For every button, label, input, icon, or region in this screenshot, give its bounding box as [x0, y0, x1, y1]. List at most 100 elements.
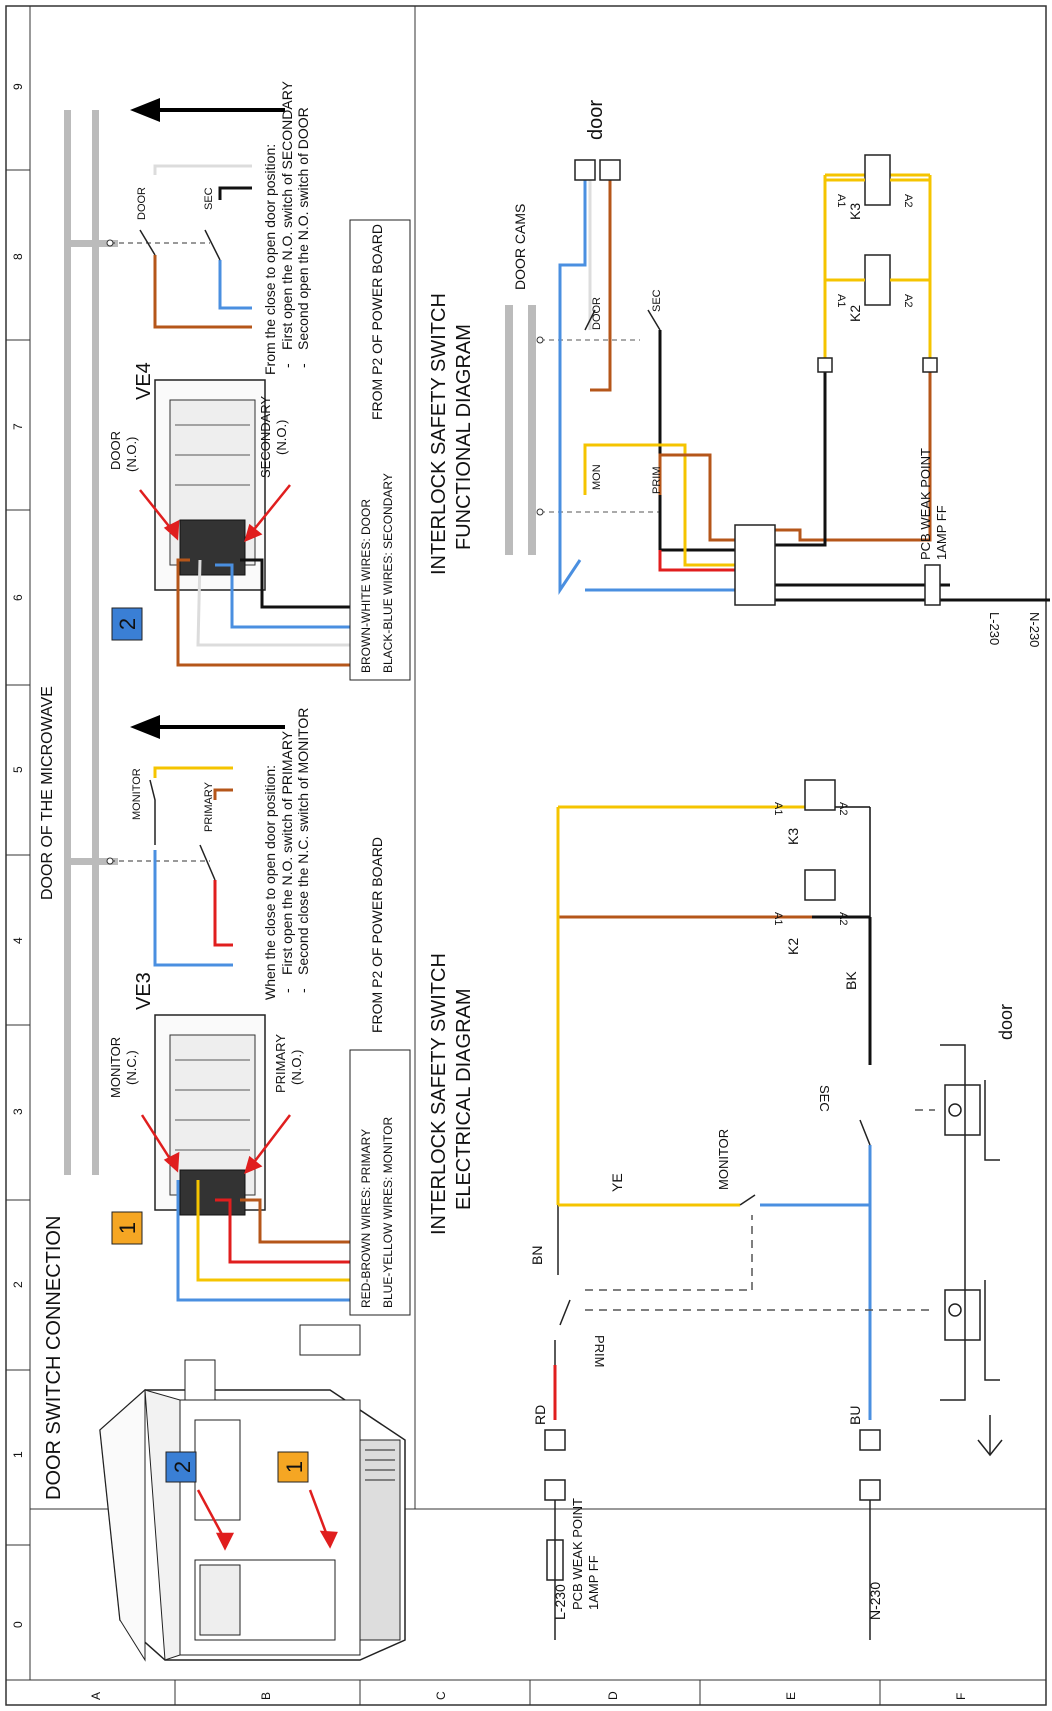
grid-col-1: 1 — [11, 1451, 25, 1458]
el-door: door — [996, 1004, 1016, 1040]
fn-sw-sec: SEC — [651, 289, 663, 312]
functional-title-line2: FUNCTIONAL DIAGRAM — [453, 324, 475, 550]
functional-door-cams — [505, 305, 660, 555]
fn-sw-mon: MON — [591, 464, 603, 490]
ve4-switch-drawing — [154, 379, 266, 591]
svg-text:First open the N.O. switch of: First open the N.O. switch of SECONDARY — [279, 80, 295, 350]
arrow-icon — [196, 1489, 338, 1551]
oven-badge-2: 2 — [165, 1451, 197, 1483]
el-monitor: MONITOR — [716, 1129, 731, 1190]
ve4-badge: 2 — [111, 607, 143, 641]
el-bn: BN — [529, 1246, 545, 1265]
ve4-wires-secondary: BLACK-BLUE WIRES: SECONDARY — [381, 473, 395, 673]
ve4-door-label: DOOR — [108, 431, 123, 470]
svg-text:2: 2 — [170, 1461, 195, 1473]
ve4-sw-sec: SEC — [203, 187, 215, 210]
arrow-icon — [140, 1114, 291, 1175]
ve4-note: From the close to open door position: - … — [262, 80, 311, 375]
fn-k3-a2: A2 — [902, 194, 914, 207]
grid-row-c: C — [434, 1691, 448, 1700]
grid-col-5: 5 — [11, 766, 25, 773]
electrical-components — [544, 779, 981, 1640]
el-sec: SEC — [817, 1085, 832, 1112]
grid-row-d: D — [606, 1691, 620, 1700]
ve3-sw-monitor: MONITOR — [131, 768, 143, 820]
ve3-monitor-label: MONITOR — [108, 1037, 123, 1098]
ve3-switch-drawing — [154, 1014, 266, 1216]
ve4-wires — [176, 558, 350, 667]
ve3-wires-monitor: BLUE-YELLOW WIRES: MONITOR — [381, 1117, 395, 1308]
grid-col-2: 2 — [11, 1281, 25, 1288]
ve3-schematic — [106, 766, 233, 967]
fn-n230: N-230 — [1027, 612, 1042, 647]
grid-col-3: 3 — [11, 1108, 25, 1115]
el-l230: L-230 — [552, 1584, 568, 1620]
fn-k3: K3 — [847, 203, 863, 220]
grid-col-8: 8 — [11, 253, 25, 260]
ve4-secondary-label: SECONDARY — [258, 396, 273, 478]
ve3-from-power-board: FROM P2 OF POWER BOARD — [369, 837, 385, 1033]
oven-illustration — [99, 1324, 406, 1662]
svg-text:2: 2 — [115, 618, 140, 630]
functional-title-line1: INTERLOCK SAFETY SWITCH — [428, 293, 450, 575]
svg-text:1: 1 — [282, 1461, 307, 1473]
electrical-title-line2: ELECTRICAL DIAGRAM — [453, 988, 475, 1210]
el-k3-a2: A2 — [837, 802, 849, 815]
el-bu: BU — [847, 1406, 863, 1425]
fn-sw-door: DOOR — [591, 297, 603, 330]
door-of-microwave-label: DOOR OF THE MICROWAVE — [39, 686, 56, 900]
el-k2-a1: A1 — [772, 912, 784, 925]
fn-door-cams: DOOR CAMS — [512, 204, 528, 290]
svg-text:-: - — [295, 363, 311, 368]
el-n230: N-230 — [867, 1582, 883, 1620]
ve3-badge: 1 — [111, 1211, 143, 1245]
svg-text:From the close to open door po: From the close to open door position: — [262, 144, 278, 375]
ve4-secondary-type: (N.O.) — [274, 420, 289, 455]
el-ye: YE — [609, 1173, 625, 1192]
grid-col-7: 7 — [11, 423, 25, 430]
grid-row-f: F — [954, 1693, 968, 1700]
el-prim: PRIM — [592, 1335, 607, 1368]
svg-text:-: - — [279, 988, 295, 993]
electrical-wiring — [553, 805, 935, 1420]
grid-row-a: A — [89, 1692, 103, 1700]
el-rd: RD — [532, 1405, 548, 1425]
arrow-icon — [130, 98, 285, 122]
el-k3: K3 — [785, 828, 801, 845]
ve3-wires — [176, 1180, 350, 1302]
arrow-icon — [139, 484, 291, 543]
fn-k3-a1: A1 — [835, 194, 847, 207]
el-k3-a1: A1 — [772, 802, 784, 815]
arrow-icon — [977, 1415, 1003, 1457]
el-bk: BK — [843, 971, 859, 990]
ve4-wires-door: BROWN-WHITE WIRES: DOOR — [359, 499, 373, 673]
ve3-primary-label: PRIMARY — [273, 1034, 288, 1093]
ve4-sw-door: DOOR — [136, 187, 148, 220]
ve3-sw-primary: PRIMARY — [203, 781, 215, 832]
oven-badge-1: 1 — [277, 1451, 309, 1483]
ve4-title: VE4 — [133, 362, 155, 400]
ve3-monitor-type: (N.C.) — [124, 1050, 139, 1085]
ve3-wire-legend: RED-BROWN WIRES: PRIMARY BLUE-YELLOW WIR… — [349, 837, 411, 1316]
fn-k2: K2 — [847, 305, 863, 322]
grid-row-b: B — [259, 1692, 273, 1700]
ve3-title: VE3 — [133, 972, 155, 1010]
drawing-frame — [5, 5, 1047, 1706]
svg-text:-: - — [279, 363, 295, 368]
fn-k2-a1: A1 — [835, 294, 847, 307]
fn-sw-prim: PRIM — [651, 467, 663, 495]
grid-row-labels: A B C D E F — [89, 1691, 968, 1700]
grid-col-9: 9 — [11, 83, 25, 90]
el-pcb-rating: 1AMP FF — [586, 1555, 601, 1610]
el-pcb-weak-point: PCB WEAK POINT — [570, 1498, 585, 1610]
relay-lines — [825, 178, 930, 282]
el-k2: K2 — [785, 938, 801, 955]
svg-text:When the close to open door po: When the close to open door position: — [262, 765, 278, 1000]
fn-l230: L-230 — [987, 612, 1002, 645]
arrow-icon — [130, 715, 285, 739]
electrical-title-line1: INTERLOCK SAFETY SWITCH — [428, 953, 450, 1235]
svg-text:Second open the N.O. switch of: Second open the N.O. switch of DOOR — [295, 107, 311, 350]
svg-text:First open the N.O. switch of: First open the N.O. switch of PRIMARY — [279, 730, 295, 975]
fn-door: door — [585, 100, 607, 140]
svg-text:Second close the N.C. switch o: Second close the N.C. switch of MONITOR — [295, 708, 311, 975]
